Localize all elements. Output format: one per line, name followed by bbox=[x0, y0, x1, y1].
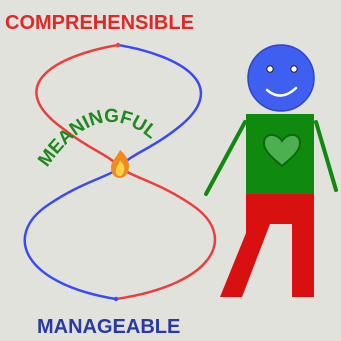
person-figure bbox=[204, 44, 338, 297]
smile bbox=[265, 86, 298, 97]
left-arm bbox=[204, 120, 247, 196]
right-arm bbox=[314, 120, 338, 192]
bottom-node bbox=[113, 296, 119, 302]
left-eye bbox=[266, 65, 274, 73]
top-node bbox=[115, 42, 121, 48]
flame-icon bbox=[111, 150, 129, 178]
legs bbox=[220, 194, 314, 297]
label-comprehensible: COMPREHENSIBLE bbox=[5, 12, 194, 34]
head bbox=[247, 44, 315, 112]
label-manageable: MANAGEABLE bbox=[37, 316, 180, 338]
right-eye bbox=[290, 65, 298, 73]
heart-icon bbox=[262, 133, 302, 168]
